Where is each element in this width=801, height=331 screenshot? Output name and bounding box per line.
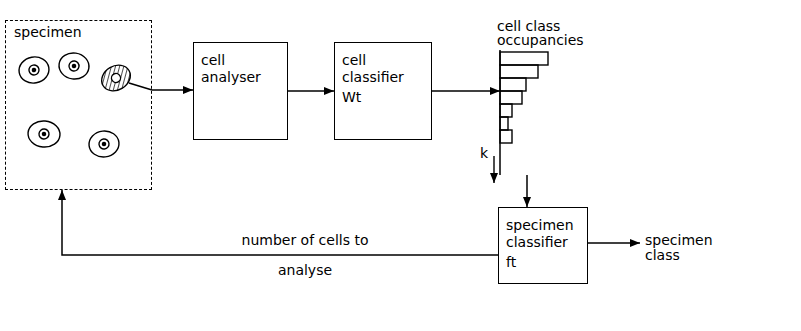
process-box: specimen classifier ft <box>498 207 588 284</box>
flow-arrow <box>526 175 528 207</box>
index-arrow <box>493 156 494 183</box>
edge-label: number of cells to analyse <box>240 225 370 285</box>
index-label: k <box>480 146 488 161</box>
flow-arrow <box>288 90 334 92</box>
output-arrow <box>588 242 640 244</box>
output-label: specimen class <box>645 233 713 263</box>
histogram-bar <box>500 65 538 78</box>
specimen-region: specimen <box>5 20 152 190</box>
formula-symbol: ft <box>506 254 516 271</box>
histogram-bar <box>500 52 548 65</box>
cell <box>17 55 51 86</box>
histogram-bar <box>500 104 512 117</box>
histogram-bar <box>500 91 522 104</box>
cell <box>88 130 121 159</box>
histogram-bar <box>500 117 508 130</box>
histogram <box>500 50 548 175</box>
selected-cell <box>97 60 135 96</box>
process-box: cell classifierWt <box>334 42 432 140</box>
node-text: cell classifier <box>342 52 404 86</box>
cell-pointer <box>129 83 152 90</box>
histogram-bar <box>500 78 526 91</box>
histogram-bar <box>500 130 512 143</box>
cells <box>17 51 135 158</box>
cell <box>57 51 90 81</box>
formula-symbol: Wt <box>342 89 361 106</box>
histogram-node: cell class occupancies <box>500 50 562 175</box>
node-text: cell analyser <box>201 52 261 86</box>
node-text: specimen classifier <box>506 217 574 251</box>
process-box: cell analyser <box>193 42 288 140</box>
flow-arrow <box>432 90 500 92</box>
flow-arrow <box>152 89 193 91</box>
node-text: specimen <box>14 24 82 41</box>
node-text: cell class occupancies <box>497 19 584 47</box>
cell <box>27 120 61 149</box>
